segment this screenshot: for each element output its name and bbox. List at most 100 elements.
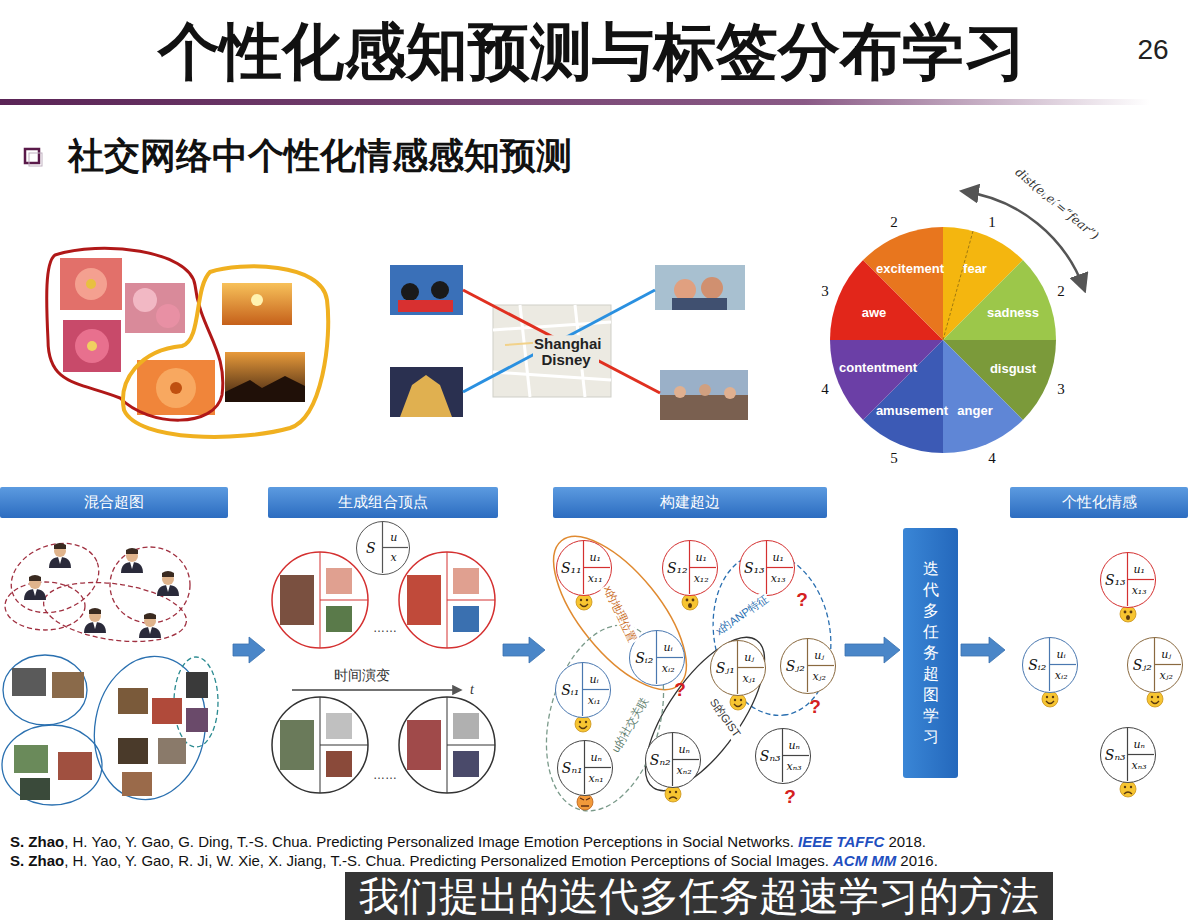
illustration-part <box>251 294 263 306</box>
illustration-part <box>272 697 368 793</box>
vertex-text: uᵢ <box>590 674 599 685</box>
illustration-part <box>63 320 121 372</box>
flow-arrow <box>233 637 265 663</box>
citation-line: S. Zhao, H. Yao, Y. Gao, G. Ding, T.-S. … <box>10 833 926 851</box>
vertex-circle: S₁₂u₁x₁₂ <box>662 540 718 596</box>
text-label: dist(eᵢ,eᵢ′=“fear”) <box>1013 165 1102 243</box>
text-label: x的ANP特征 <box>712 591 772 639</box>
illustration-part <box>122 772 152 796</box>
process-panel: 个性化情感S₁₃u₁x₁₃Sᵢ₂uᵢxᵢ₂Sⱼ₂uⱼxⱼ₂Sₙ₃uₙxₙ₃ <box>1008 487 1189 807</box>
vertex-text: u₁ <box>695 552 707 563</box>
illustration-part <box>326 606 352 632</box>
vertex-text: Sⱼ₂ <box>786 659 805 673</box>
vertex-text: x <box>391 552 397 563</box>
illustration-part <box>730 694 746 710</box>
illustration-part <box>158 738 186 764</box>
illustration-part <box>47 248 223 420</box>
unknown-mark: ? <box>809 696 821 718</box>
illustration-part <box>139 613 161 638</box>
vertex-circle: S₁₃u₁x₁₃ <box>739 540 795 596</box>
citation-text: , H. Yao, Y. Gao, G. Ding, T.-S. Chua. P… <box>64 833 794 850</box>
vertex-text: S <box>366 541 376 555</box>
illustration-part <box>75 268 107 300</box>
illustration-part <box>25 149 39 163</box>
illustration-part <box>463 290 655 392</box>
vertex-text: x₁₁ <box>588 573 603 584</box>
vertex-text: uₙ <box>678 744 690 755</box>
emotion-label: amusement <box>876 403 948 418</box>
vertex-text: x₁₃ <box>1132 585 1147 596</box>
illustration-part <box>156 368 196 408</box>
illustration-part <box>137 360 215 415</box>
citation-line: S. Zhao, H. Yao, Y. Gao, R. Ji, W. Xie, … <box>10 852 938 870</box>
vertex-text: S₁₁ <box>561 561 582 575</box>
illustration-part <box>390 367 463 417</box>
citation-text: IEEE TAFFC <box>798 833 884 850</box>
emotion-label: sadness <box>987 305 1039 320</box>
process-panel: 构建超边S₁₁u₁x₁₁S₁₂u₁x₁₂S₁₃u₁x₁₃Sᵢ₁uᵢxᵢ₁Sᵢ₂u… <box>548 487 842 807</box>
divider-line <box>808 665 835 666</box>
divider-line <box>1128 579 1155 580</box>
vertex-text: xᵢ₂ <box>1055 670 1068 681</box>
vertex-text: u₁ <box>772 552 784 563</box>
illustration-part <box>118 688 148 714</box>
vertex-text: Sₙ₂ <box>650 753 671 767</box>
callout-number: 2 <box>890 214 898 231</box>
illustration-part <box>2 725 102 805</box>
text-label: S的GIST <box>706 695 745 741</box>
illustration-part <box>123 266 328 437</box>
callout-number: 4 <box>821 381 829 398</box>
illustration-part <box>84 608 106 633</box>
vertex-text: Sᵢ₁ <box>561 683 579 697</box>
illustration-part <box>3 655 87 725</box>
illustration-part <box>12 668 46 696</box>
illustration-part <box>292 689 460 690</box>
illustration-part <box>58 752 92 780</box>
illustration-part <box>401 283 419 301</box>
unknown-mark: ? <box>796 589 808 611</box>
illustration-part <box>49 543 71 568</box>
divider-line <box>585 767 612 768</box>
illustration-part <box>701 277 723 299</box>
vertex-text: xₙ₃ <box>787 761 802 772</box>
emotion-label: anger <box>957 403 992 418</box>
illustration-part <box>577 794 593 810</box>
illustration-part <box>326 751 352 777</box>
divider-line <box>783 755 810 756</box>
vertex-text: S₁₃ <box>744 561 765 575</box>
illustration-part <box>24 575 46 600</box>
illustration-part <box>5 582 85 630</box>
illustration-part <box>447 600 495 601</box>
illustration-part <box>272 552 495 793</box>
vertex-text: uₙ <box>590 752 602 763</box>
vertex-circle: Sⱼ₂uⱼxⱼ₂ <box>1127 637 1183 693</box>
illustration-part <box>453 568 479 594</box>
citation-text: 2018. <box>888 833 926 850</box>
illustration-part <box>407 720 441 770</box>
illustration-part <box>156 304 180 328</box>
illustration-part <box>699 384 711 396</box>
divider-line <box>1155 664 1182 665</box>
illustration-part <box>624 620 786 809</box>
illustration-part <box>60 258 122 310</box>
illustration-part <box>863 227 943 340</box>
vertex-circle: Sᵢ₁uᵢxᵢ₁ <box>555 662 611 718</box>
vertex-text: Sᵢ₂ <box>1028 658 1046 672</box>
illustration-part <box>186 672 208 698</box>
illustration-part <box>1120 781 1136 797</box>
illustration-part <box>225 376 305 402</box>
unknown-mark: ? <box>674 679 686 701</box>
text-label: 社交网络中个性化情感感知预测 <box>68 132 572 181</box>
illustration-part <box>52 672 84 698</box>
text-label: Shanghai Disney <box>533 335 599 369</box>
divider-line <box>657 657 684 658</box>
illustration-part <box>431 281 449 299</box>
vertex-divider <box>357 522 408 573</box>
panel-header: 个性化情感 <box>1010 487 1188 518</box>
vertex-text: x₁₂ <box>694 573 709 584</box>
vertex-text: uᵢ <box>1057 649 1066 660</box>
illustration-part <box>280 720 314 770</box>
illustration-part <box>225 352 305 402</box>
vertex-text: uₙ <box>1133 739 1145 750</box>
